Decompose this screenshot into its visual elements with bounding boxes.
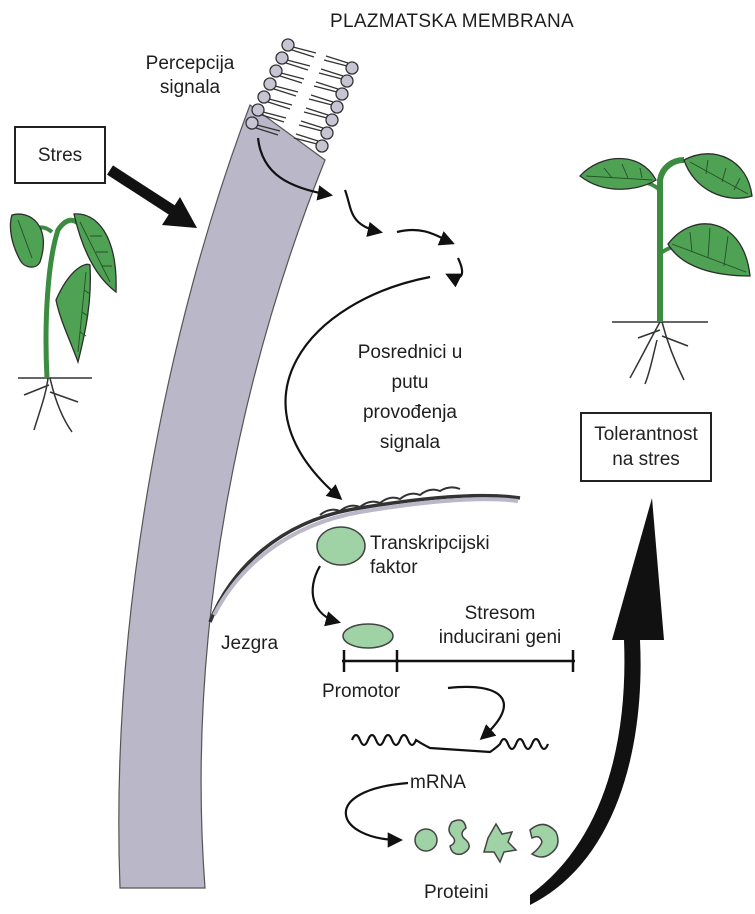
lipid-tail xyxy=(319,69,343,79)
promoter-bound-factor xyxy=(343,624,393,648)
lipid-tail xyxy=(286,60,310,70)
mrna-strand xyxy=(352,735,548,752)
lipid-head xyxy=(252,104,264,116)
signal-cascade-arrows xyxy=(258,138,504,840)
signal-perception-label: Percepcija signala xyxy=(130,52,250,100)
tolerance-line2: na stres xyxy=(612,447,680,472)
transcription-factor-label: Transkripcijski faktor xyxy=(370,532,490,580)
lipid-head xyxy=(321,127,333,139)
stress-box: Stres xyxy=(14,126,106,184)
mediators-line1: Posrednici u xyxy=(340,338,480,368)
wilted-plant xyxy=(10,214,116,432)
lipid-head xyxy=(341,75,353,87)
stress-genes-label: Stresom inducirani geni xyxy=(420,602,580,650)
transcription-factor-line2: faktor xyxy=(370,556,490,580)
mediators-line2: putu xyxy=(340,368,480,398)
lipid-tail xyxy=(299,121,323,131)
tolerance-line1: Tolerantnost xyxy=(594,422,698,447)
lipid-head xyxy=(258,91,270,103)
lipid-head xyxy=(276,52,288,64)
lipid-head xyxy=(336,88,348,100)
transcription-factor-line1: Transkripcijski xyxy=(370,532,490,556)
lipid-tail xyxy=(274,86,298,96)
signal-perception-line2: signala xyxy=(130,76,250,100)
mediators-line4: signala xyxy=(340,428,480,458)
proteins-label: Proteini xyxy=(424,881,488,905)
nucleus-label: Jezgra xyxy=(221,632,278,656)
lipid-head xyxy=(326,114,338,126)
lipid-head xyxy=(246,117,258,129)
lipid-head xyxy=(331,101,343,113)
promoter-label: Promotor xyxy=(322,680,400,704)
dna-gene-line xyxy=(342,650,575,672)
signal-perception-line1: Percepcija xyxy=(130,52,250,76)
lipid-head xyxy=(270,65,282,77)
mrna-label: mRNA xyxy=(410,771,466,795)
tolerance-box: Tolerantnost na stres xyxy=(580,412,712,482)
plasma-membrane-band xyxy=(119,105,325,888)
stress-label: Stres xyxy=(38,143,82,168)
lipid-tail xyxy=(268,99,292,109)
lipid-head xyxy=(282,39,294,51)
lipid-tail xyxy=(324,56,348,66)
stress-genes-line2: inducirani geni xyxy=(420,626,580,650)
stress-arrow xyxy=(110,170,197,228)
stress-genes-line1: Stresom xyxy=(420,602,580,626)
lipid-tail xyxy=(280,73,304,83)
healthy-plant xyxy=(580,154,752,384)
lipid-tail xyxy=(314,82,338,92)
lipid-head xyxy=(346,62,358,74)
lipid-tail xyxy=(304,108,328,118)
mediators-label: Posrednici u putu provođenja signala xyxy=(340,338,480,458)
lipid-tail xyxy=(292,47,316,57)
mediators-line3: provođenja xyxy=(340,398,480,428)
transcription-factor-shape xyxy=(317,527,365,565)
lipid-head xyxy=(264,78,276,90)
plasma-membrane-label: PLAZMATSKA MEMBRANA xyxy=(330,10,574,34)
protein-shapes xyxy=(415,820,558,862)
lipid-tail xyxy=(309,95,333,105)
lipid-head xyxy=(316,140,328,152)
